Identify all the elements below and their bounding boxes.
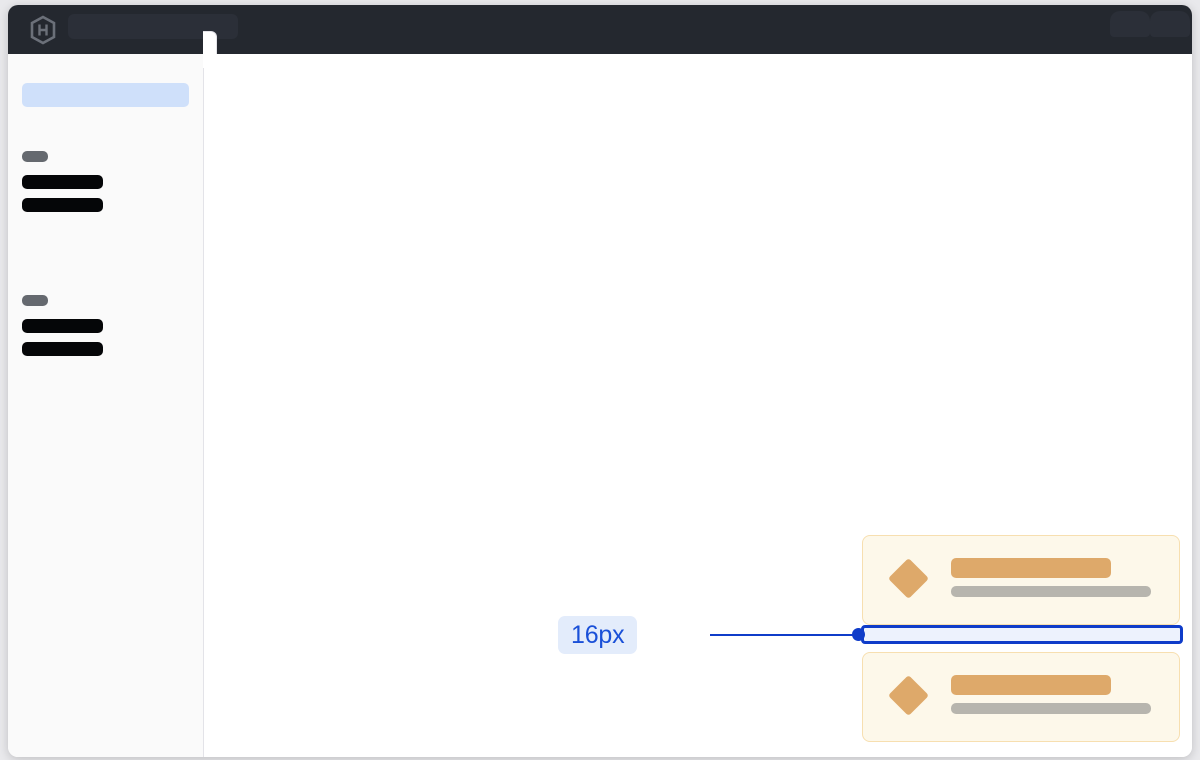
measured-card-top-primary-label <box>951 558 1111 578</box>
top-navigation-bar <box>8 5 1192 54</box>
sidebar-group-1 <box>22 151 103 221</box>
measured-card-top-content <box>951 558 1161 597</box>
sidebar-group-2 <box>22 295 103 365</box>
sidebar <box>8 54 204 757</box>
diamond-icon <box>887 557 930 600</box>
sidebar-item-2-2[interactable] <box>22 342 103 356</box>
measured-card-bottom[interactable] <box>862 652 1180 742</box>
spacing-measurement-box <box>861 625 1183 644</box>
measurement-leader-line <box>710 634 861 636</box>
measured-card-bottom-content <box>951 675 1161 714</box>
measured-card-top[interactable] <box>862 535 1180 625</box>
topbar-skeleton-2[interactable] <box>1150 11 1190 37</box>
main-canvas: 16px <box>204 54 1192 757</box>
measurement-leader-dot <box>852 628 865 641</box>
sidebar-active-item[interactable] <box>22 83 189 107</box>
sidebar-item-1-1[interactable] <box>22 175 103 189</box>
hashicorp-hexagon-logo-icon[interactable] <box>28 15 58 45</box>
diamond-icon <box>887 674 930 717</box>
app-window: 16px <box>8 5 1192 757</box>
sidebar-item-1-2[interactable] <box>22 198 103 212</box>
spacing-measurement-label: 16px <box>558 616 638 654</box>
sidebar-group-1-label <box>22 151 48 162</box>
measured-card-bottom-primary-label <box>951 675 1111 695</box>
measured-card-bottom-secondary-label <box>951 703 1151 714</box>
measured-card-top-secondary-label <box>951 586 1151 597</box>
sidebar-item-2-1[interactable] <box>22 319 103 333</box>
sidebar-group-2-label <box>22 295 48 306</box>
topbar-skeleton-1[interactable] <box>1110 11 1150 37</box>
